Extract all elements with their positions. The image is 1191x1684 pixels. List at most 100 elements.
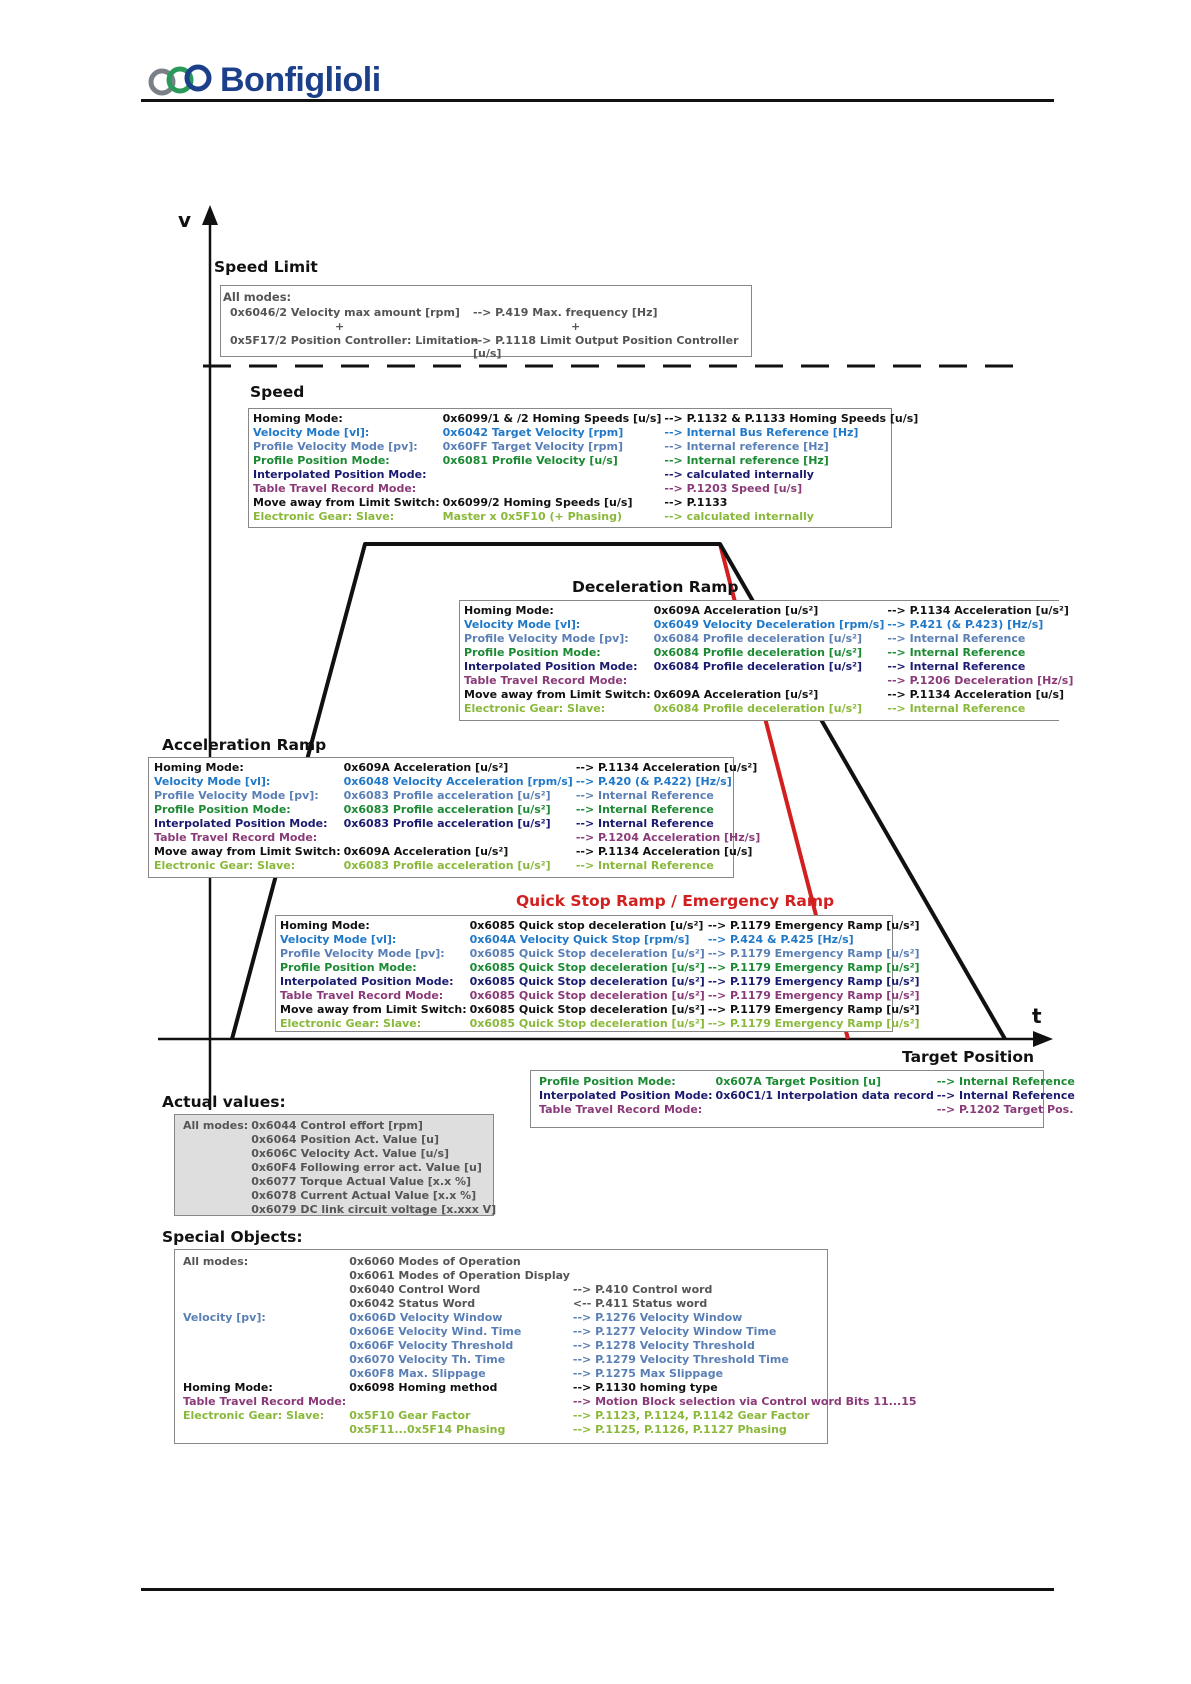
acceleration-par-cell: --> P.420 (& P.422) [Hz/s] — [575, 775, 732, 788]
actual-value-item: 0x6044 Control effort [rpm] — [251, 1119, 423, 1132]
quickstop-mode-cell: Table Travel Record Mode: — [280, 989, 444, 1002]
quickstop-row: Velocity Mode [vl]:0x604A Velocity Quick… — [280, 933, 923, 947]
speed-mode-cell: Velocity Mode [vl]: — [253, 426, 370, 439]
deceleration-mode-cell: Interpolated Position Mode: — [464, 660, 638, 673]
special-mode-cell — [183, 1367, 349, 1381]
quickstop-mode-cell: Move away from Limit Switch: — [280, 1003, 467, 1016]
speed-obj-cell — [443, 482, 665, 496]
quickstop-obj-cell: 0x6085 Quick Stop deceleration [u/s²] — [469, 1017, 705, 1030]
special-mode-cell — [183, 1325, 349, 1339]
target-row: Interpolated Position Mode:0x60C1/1 Inte… — [539, 1089, 1078, 1103]
speed-title: Speed — [250, 383, 305, 401]
speed-par-cell: --> Internal reference [Hz] — [664, 454, 829, 467]
quickstop-title: Quick Stop Ramp / Emergency Ramp — [516, 892, 835, 910]
special-row: 0x606F Velocity Threshold--> P.1278 Velo… — [183, 1339, 920, 1353]
special-row: All modes:0x6060 Modes of Operation — [183, 1255, 920, 1269]
special-par-cell — [573, 1269, 920, 1283]
acceleration-table: Homing Mode:0x609A Acceleration [u/s²]--… — [154, 761, 763, 873]
quickstop-row: Homing Mode:0x6085 Quick stop decelerati… — [280, 919, 923, 933]
acceleration-mode-cell: Move away from Limit Switch: — [154, 845, 341, 858]
deceleration-row: Electronic Gear: Slave:0x6084 Profile de… — [464, 702, 1076, 716]
special-par-cell — [573, 1255, 920, 1269]
acceleration-mode-cell: Velocity Mode [vl]: — [154, 775, 271, 788]
special-obj-cell: 0x60F8 Max. Slippage — [349, 1367, 486, 1380]
deceleration-row: Velocity Mode [vl]:0x6049 Velocity Decel… — [464, 618, 1076, 632]
speed-limit-row1-left: 0x6046/2 Velocity max amount [rpm] — [230, 306, 460, 319]
special-row: 0x6042 Status Word<-- P.411 Status word — [183, 1297, 920, 1311]
speed-limit-row1-right: --> P.419 Max. frequency [Hz] — [473, 306, 658, 319]
quickstop-row: Electronic Gear: Slave: 0x6085 Quick Stop… — [280, 1017, 923, 1031]
actual-value-item: 0x6064 Position Act. Value [u] — [251, 1133, 439, 1146]
deceleration-mode-cell: Profile Velocity Mode [pv]: — [464, 632, 629, 645]
speed-limit-row2-right: --> P.1118 Limit Output Position Control… — [473, 334, 739, 360]
special-row: Homing Mode:0x6098 Homing method--> P.11… — [183, 1381, 920, 1395]
speed-par-cell: --> Internal Bus Reference [Hz] — [664, 426, 859, 439]
actual-value-item: 0x6079 DC link circuit voltage [x.xxx V] — [251, 1203, 497, 1216]
deceleration-row: Interpolated Position Mode:0x6084 Profil… — [464, 660, 1076, 674]
deceleration-obj-cell — [654, 674, 888, 688]
speed-par-cell: --> P.1132 & P.1133 Homing Speeds [u/s] — [664, 412, 919, 425]
deceleration-obj-cell: 0x6084 Profile deceleration [u/s²] — [653, 632, 863, 645]
actual-value-item: 0x60F4 Following error act. Value [u] — [251, 1161, 482, 1174]
special-row: 0x6061 Modes of Operation Display — [183, 1269, 920, 1283]
special-row: Electronic Gear: Slave:0x5F10 Gear Facto… — [183, 1409, 920, 1423]
special-obj-cell: 0x606E Velocity Wind. Time — [349, 1325, 522, 1338]
acceleration-obj-cell: 0x6083 Profile acceleration [u/s²] — [343, 859, 551, 872]
v-axis-label: v — [178, 208, 192, 232]
deceleration-box: Homing Mode: 0x609A Acceleration [u/s²] --… — [459, 600, 1073, 721]
special-mode-cell — [183, 1297, 349, 1311]
acceleration-box: Homing Mode:0x609A Acceleration [u/s²]--… — [148, 757, 760, 878]
deceleration-mode-cell: Homing Mode: — [464, 604, 554, 617]
deceleration-title: Deceleration Ramp — [572, 578, 739, 596]
speed-obj-cell: 0x6042 Target Velocity [rpm] — [442, 426, 624, 439]
actual-value-item: 0x6078 Current Actual Value [x.x %] — [251, 1189, 477, 1202]
acceleration-row: Homing Mode:0x609A Acceleration [u/s²]--… — [154, 761, 763, 775]
acceleration-par-cell: --> Internal Reference — [575, 789, 714, 802]
speed-obj-cell: 0x60FF Target Velocity [rpm] — [442, 440, 623, 453]
target-position-table: Profile Position Mode:0x607A Target Posi… — [539, 1075, 1078, 1117]
speed-row: Profile Velocity Mode [pv]:0x60FF Target… — [253, 440, 921, 454]
t-axis-label: t — [1032, 1004, 1042, 1028]
deceleration-par-cell: --> Internal Reference — [887, 632, 1026, 645]
special-mode-cell — [183, 1269, 349, 1283]
actual-value-item: 0x6077 Torque Actual Value [x.x %] — [251, 1175, 472, 1188]
acceleration-obj-cell: 0x609A Acceleration [u/s²] — [343, 845, 509, 858]
quickstop-row: Profile Velocity Mode [pv]:0x6085 Quick … — [280, 947, 923, 961]
special-obj-cell: 0x6040 Control Word — [349, 1283, 481, 1296]
acceleration-title: Acceleration Ramp — [162, 736, 327, 754]
quickstop-mode-cell: Electronic Gear: Slave: — [280, 1017, 422, 1030]
deceleration-obj-cell: 0x6049 Velocity Deceleration [rpm/s] — [653, 618, 885, 631]
speed-row: Profile Position Mode:0x6081 Profile Vel… — [253, 454, 921, 468]
speed-par-cell: --> P.1203 Speed [u/s] — [664, 482, 803, 495]
brand-logo: Bonfiglioli — [148, 58, 381, 102]
deceleration-obj-cell: 0x6084 Profile deceleration [u/s²] — [653, 702, 863, 715]
special-mode-cell — [183, 1339, 349, 1353]
acceleration-obj-cell: 0x6083 Profile acceleration [u/s²] — [343, 817, 551, 830]
acceleration-row: Profile Velocity Mode [pv]: 0x6083 Profil… — [154, 789, 763, 803]
special-row: 0x60F8 Max. Slippage--> P.1275 Max Slipp… — [183, 1367, 920, 1381]
target-par-cell: --> P.1202 Target Pos. — [936, 1103, 1074, 1116]
acceleration-mode-cell: Table Travel Record Mode: — [154, 831, 318, 844]
target-row: Table Travel Record Mode:--> P.1202 Targ… — [539, 1103, 1078, 1117]
actual-values-label: All modes: — [183, 1119, 249, 1132]
v-axis-arrow — [202, 205, 218, 225]
speed-mode-cell: Table Travel Record Mode: — [253, 482, 417, 495]
speed-mode-cell: Electronic Gear: Slave: — [253, 510, 395, 523]
quickstop-par-cell: --> P.1179 Emergency Ramp [u/s²] — [707, 919, 920, 932]
special-obj-cell: 0x6098 Homing method — [349, 1381, 498, 1394]
target-obj-cell — [716, 1103, 937, 1117]
quickstop-par-cell: --> P.1179 Emergency Ramp [u/s²] — [707, 989, 920, 1002]
speed-mode-cell: Homing Mode: — [253, 412, 343, 425]
speed-mode-cell: Interpolated Position Mode: — [253, 468, 427, 481]
acceleration-obj-cell: 0x6083 Profile acceleration [u/s²] — [343, 789, 551, 802]
brand-name: Bonfiglioli — [220, 60, 381, 99]
actual-values-title: Actual values: — [162, 1093, 286, 1111]
speed-obj-cell: Master x 0x5F10 (+ Phasing) — [442, 510, 622, 523]
deceleration-obj-cell: 0x609A Acceleration [u/s²] — [653, 688, 819, 701]
quickstop-table: Homing Mode:0x6085 Quick stop decelerati… — [280, 919, 923, 1031]
quickstop-obj-cell: 0x6085 Quick Stop deceleration [u/s²] — [469, 989, 705, 1002]
target-position-title: Target Position — [902, 1048, 1035, 1066]
acceleration-mode-cell: Profile Velocity Mode [pv]: — [154, 789, 319, 802]
special-mode-cell: All modes: — [183, 1255, 249, 1268]
